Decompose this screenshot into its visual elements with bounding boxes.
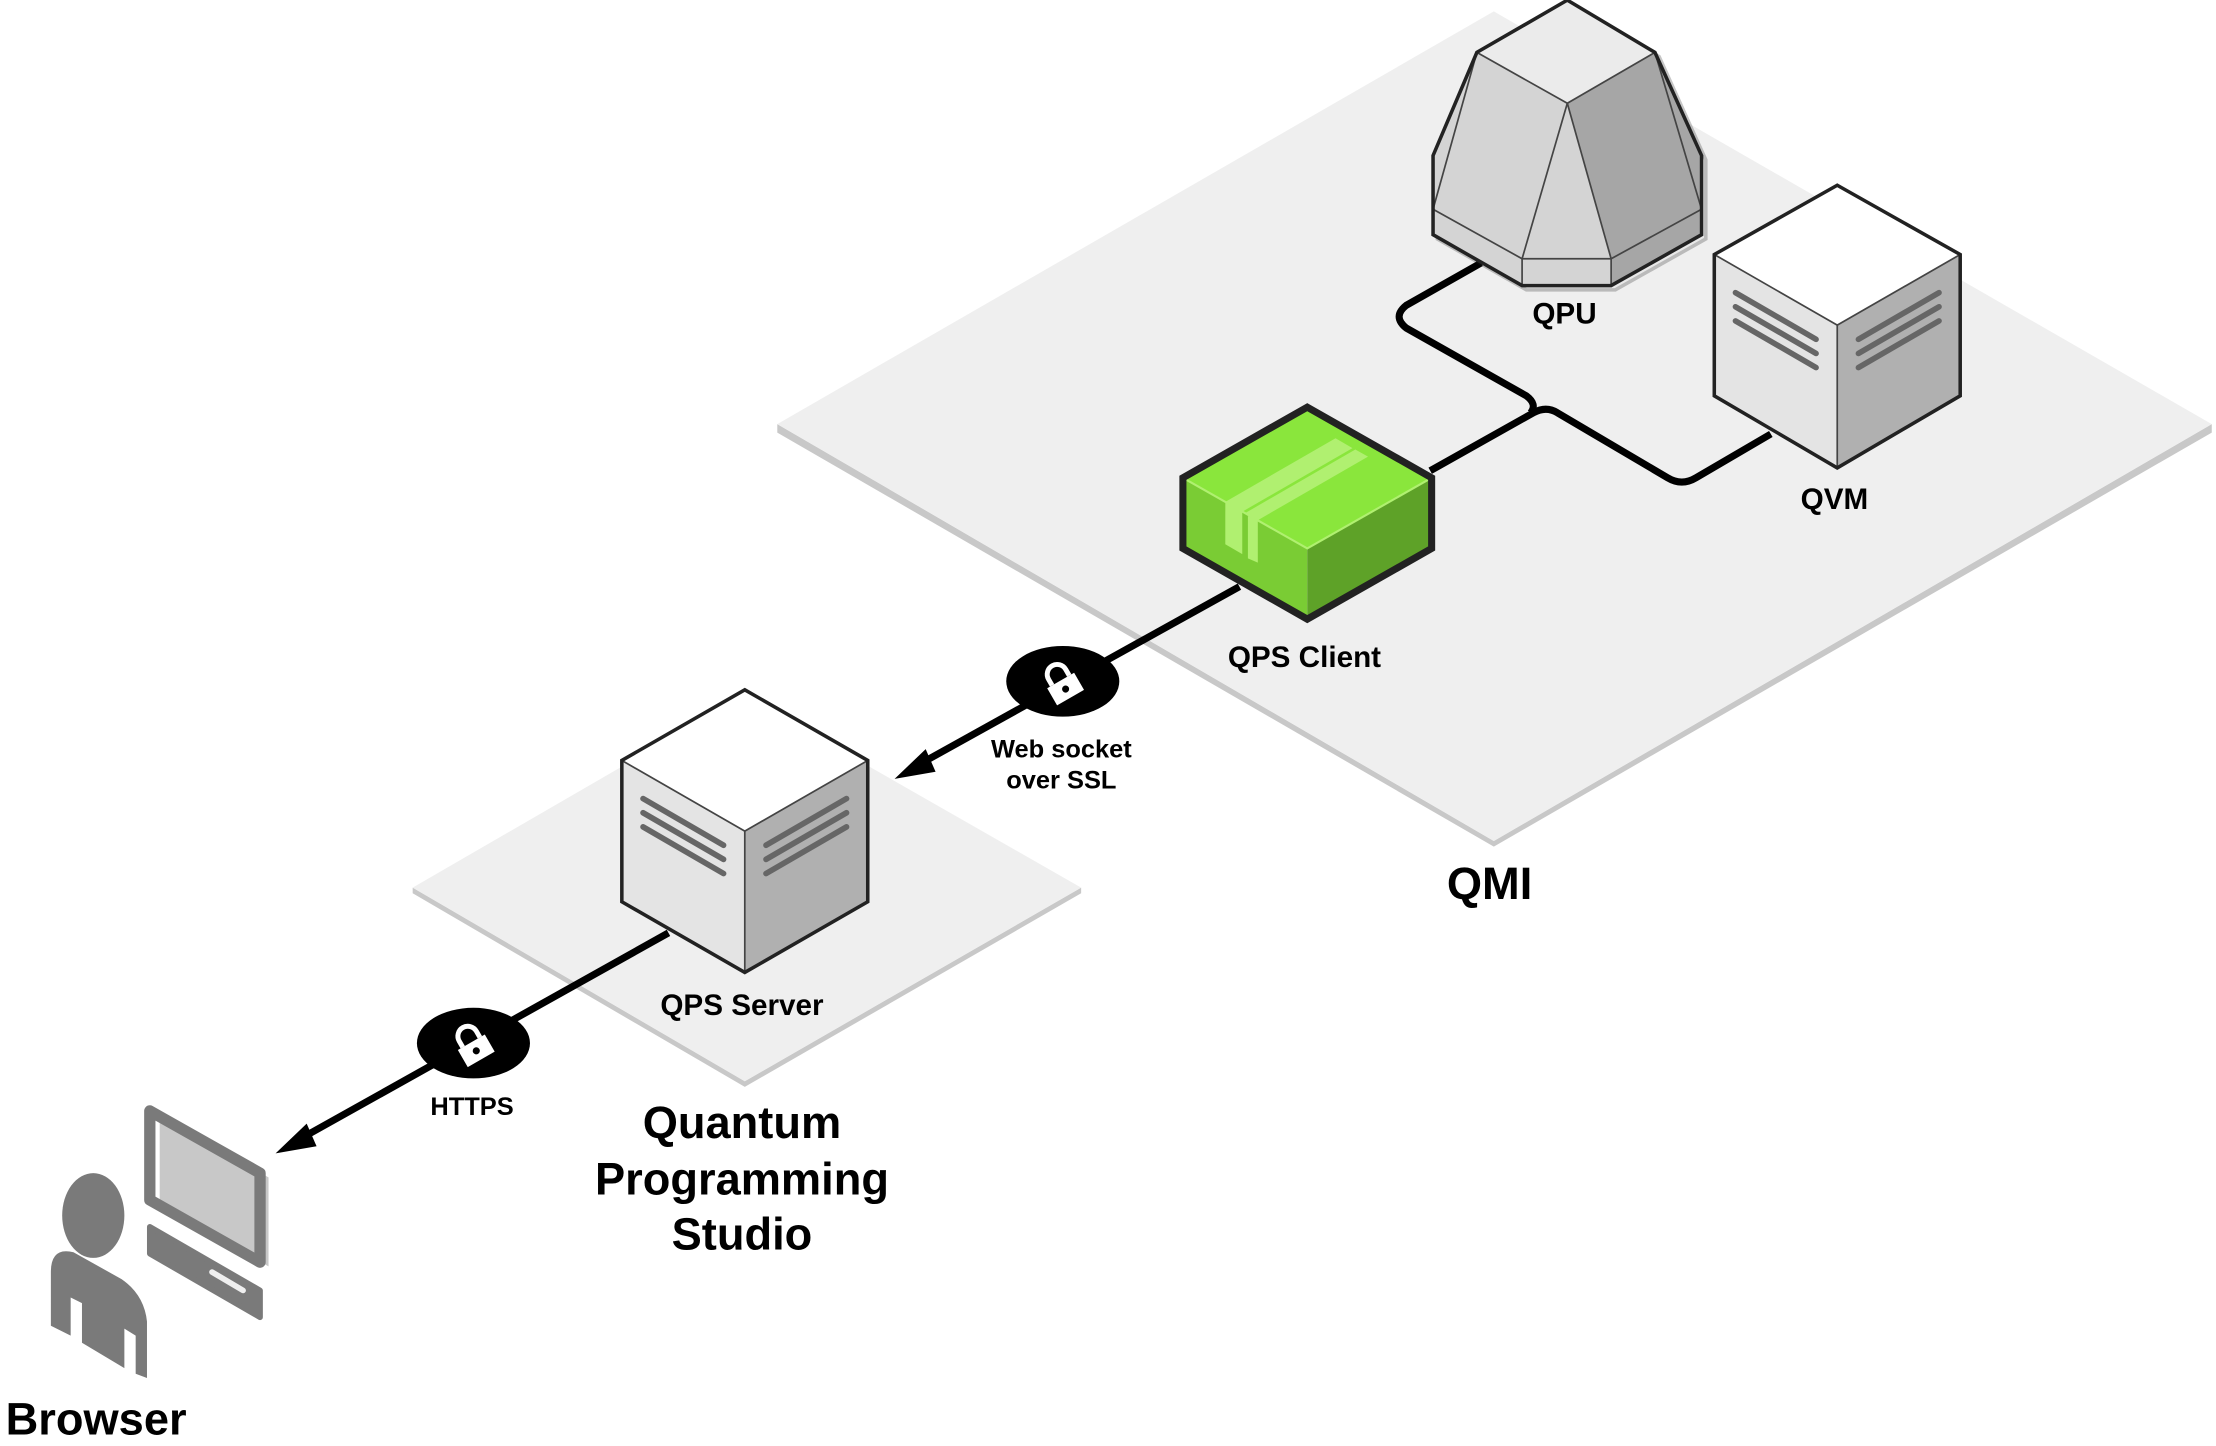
websocket-connection bbox=[894, 583, 1242, 779]
qps-client-label: QPS Client bbox=[1228, 641, 1381, 674]
websocket-label-line2: over SSL bbox=[1006, 767, 1116, 795]
qmi-zone-label: QMI bbox=[1447, 858, 1532, 909]
person-icon bbox=[50, 1173, 147, 1379]
studio-label-line1: Quantum bbox=[643, 1097, 841, 1148]
monitor-icon bbox=[144, 1105, 269, 1321]
browser-user-icon[interactable] bbox=[50, 1105, 269, 1379]
lock-icon bbox=[455, 1023, 495, 1068]
qps-client-node[interactable] bbox=[1179, 403, 1436, 624]
lock-icon bbox=[1044, 661, 1085, 706]
https-label: HTTPS bbox=[430, 1093, 513, 1121]
browser-label: Browser bbox=[6, 1394, 187, 1445]
qvm-label: QVM bbox=[1801, 483, 1869, 516]
qps-server-label: QPS Server bbox=[660, 989, 824, 1022]
qps-server-node[interactable] bbox=[620, 687, 870, 975]
studio-label-line2: Programming bbox=[595, 1153, 889, 1204]
package-tape bbox=[1225, 438, 1369, 563]
qpu-node[interactable] bbox=[1431, 0, 1708, 292]
https-connection bbox=[275, 929, 671, 1154]
qvm-node[interactable] bbox=[1712, 183, 1962, 470]
internal-connectors bbox=[1395, 259, 1773, 486]
qpu-label: QPU bbox=[1532, 298, 1596, 331]
websocket-label-line1: Web socket bbox=[991, 736, 1132, 764]
studio-label-line3: Studio bbox=[672, 1208, 813, 1259]
